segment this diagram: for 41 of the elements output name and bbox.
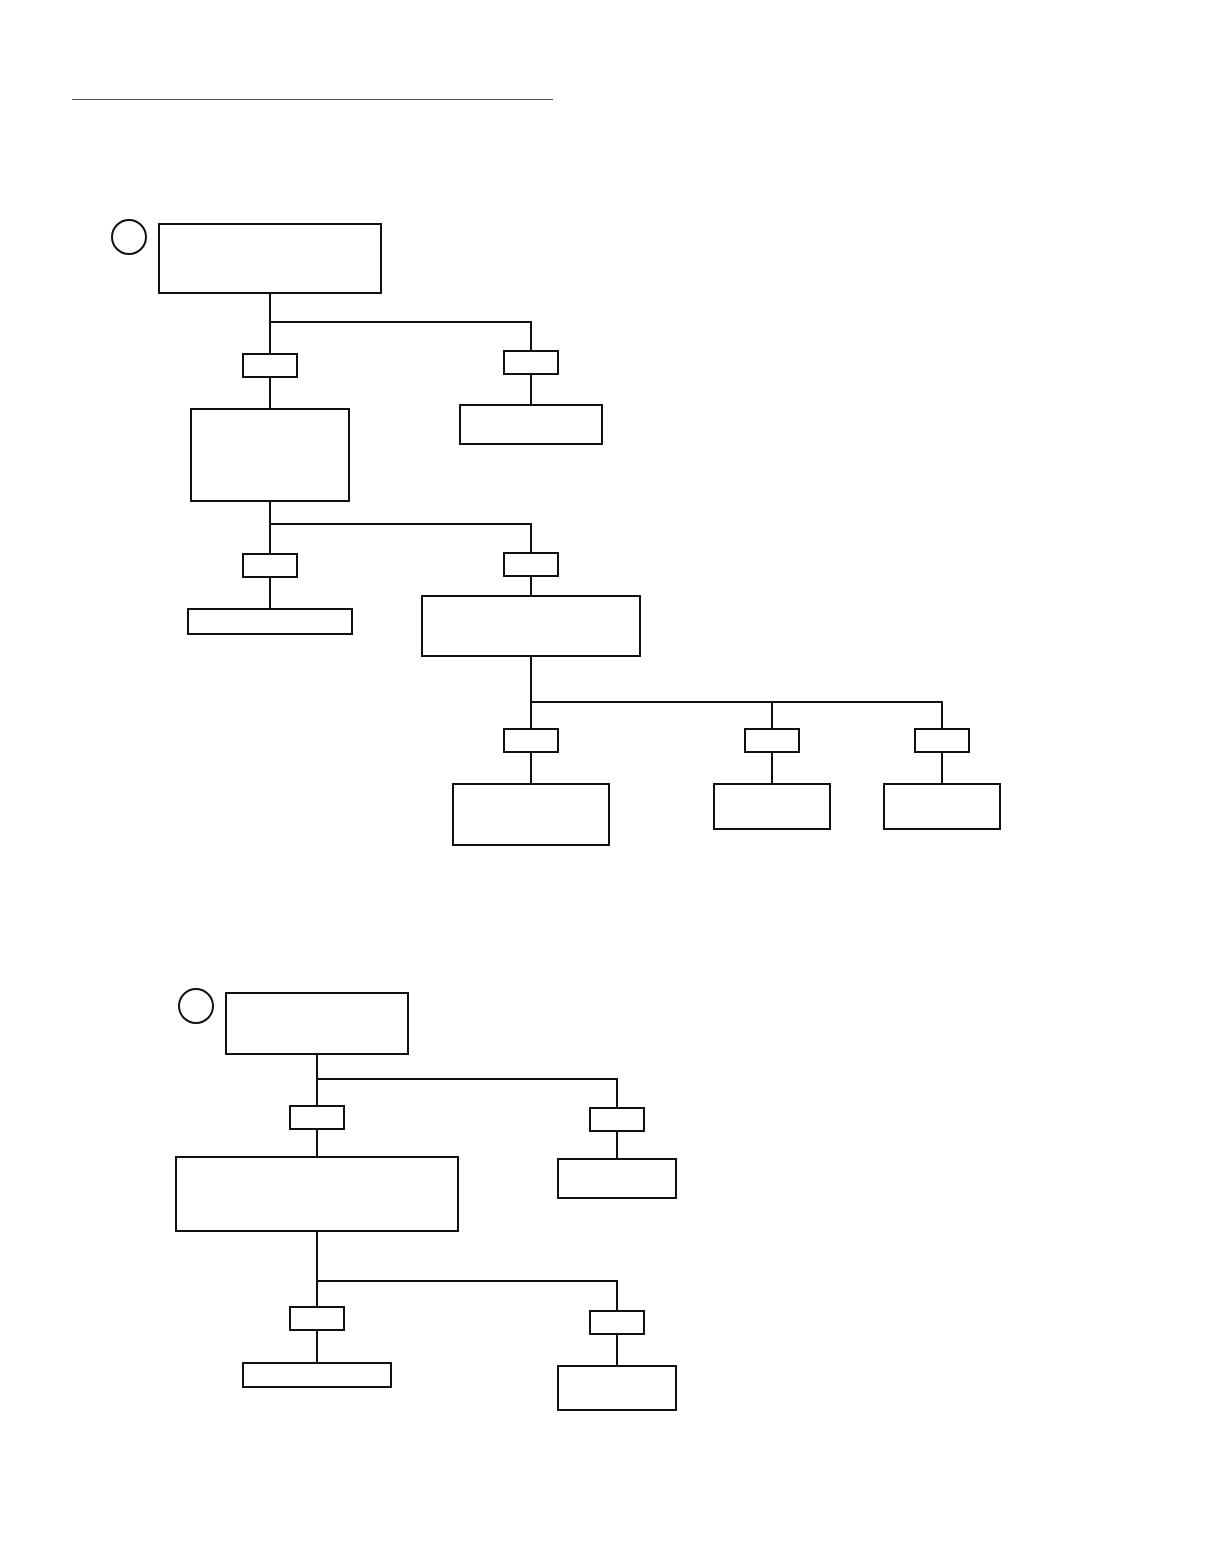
connector-line xyxy=(616,1334,618,1366)
connector-line xyxy=(316,1129,318,1157)
answer-box xyxy=(713,783,831,830)
answer-box xyxy=(242,353,298,378)
connector-line xyxy=(616,1131,618,1159)
answer-box xyxy=(452,783,610,846)
connector-line xyxy=(941,752,943,784)
answer-box xyxy=(557,1158,677,1199)
connector-line xyxy=(269,293,532,351)
answer-box xyxy=(421,595,641,657)
answer-box xyxy=(242,1362,392,1388)
connector-line xyxy=(530,576,532,596)
answer-circle xyxy=(178,988,214,1024)
connector-line xyxy=(316,1231,618,1311)
connector-line xyxy=(269,501,532,553)
connector-line xyxy=(269,377,271,409)
answer-box xyxy=(242,553,298,578)
answer-box xyxy=(589,1310,645,1335)
answer-box xyxy=(883,783,1001,830)
answer-box xyxy=(225,992,409,1055)
answer-box xyxy=(744,728,800,753)
answer-box xyxy=(914,728,970,753)
answer-box xyxy=(190,408,350,502)
connector-line xyxy=(316,1330,318,1363)
answer-box xyxy=(158,223,382,294)
answer-box xyxy=(289,1105,345,1130)
answer-box xyxy=(503,350,559,375)
connector-line xyxy=(771,752,773,784)
answer-box xyxy=(557,1365,677,1411)
answer-box xyxy=(503,552,559,577)
connector-line xyxy=(316,1054,618,1108)
connector-line xyxy=(269,577,271,609)
answer-box xyxy=(289,1306,345,1331)
answer-box xyxy=(503,728,559,753)
answer-box xyxy=(459,404,603,445)
connector-line xyxy=(530,374,532,405)
connector-line xyxy=(530,752,532,784)
answer-box xyxy=(187,608,353,635)
answer-box xyxy=(175,1156,459,1232)
answer-box xyxy=(589,1107,645,1132)
answer-circle xyxy=(111,219,147,255)
